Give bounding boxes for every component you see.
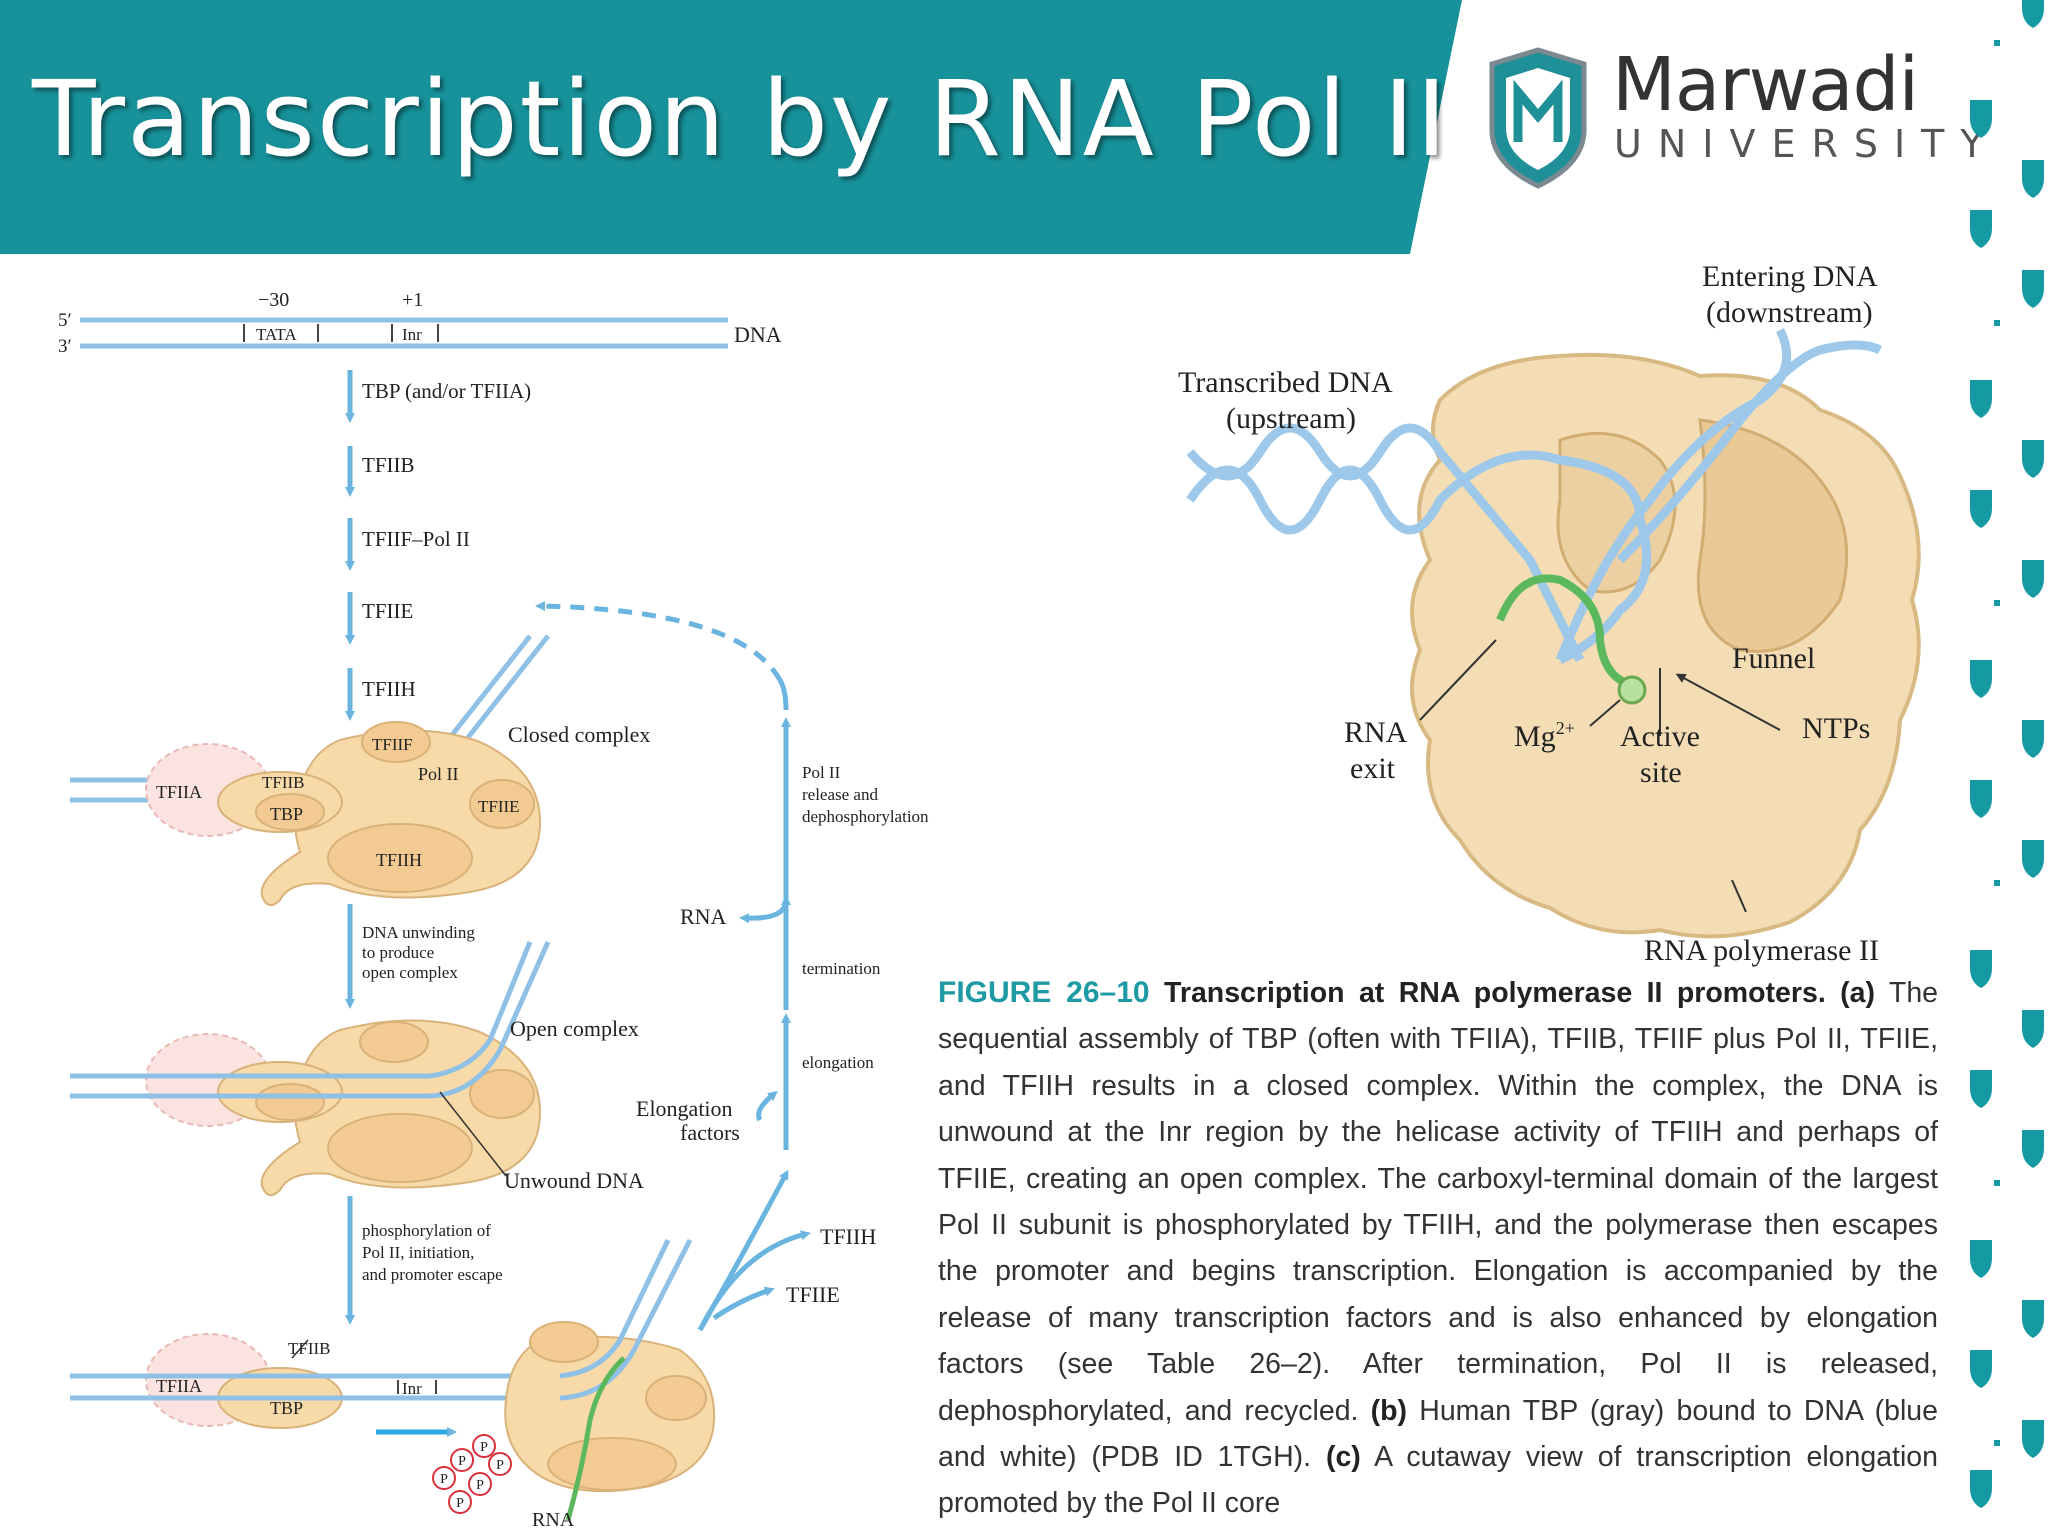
logo-name: Marwadi: [1612, 42, 1919, 128]
phosphate-groups: [432, 1434, 512, 1514]
elongating-complex: [70, 1238, 716, 1521]
caption-text-b: Human TBP (gray) bound to DNA (blue and …: [938, 1394, 1938, 1474]
unwinding-step-line3: open complex: [362, 963, 458, 982]
figure-number: FIGURE 26–10: [938, 976, 1150, 1009]
unwinding-step-line2: to produce: [362, 943, 434, 962]
rna-polymerase-structure: [1410, 352, 1921, 939]
dna-label: DNA: [734, 322, 782, 347]
rna-polymerase-label: RNA polymerase II: [1644, 934, 1879, 967]
step-tfiib-label: TFIIB: [362, 453, 415, 477]
elongation-factors-line1: Elongation: [636, 1096, 733, 1121]
phosphorylation-step-line1: phosphorylation of: [362, 1221, 491, 1240]
phosphorylation-step-line3: and promoter escape: [362, 1265, 503, 1284]
active-site-line2: site: [1640, 756, 1682, 789]
factor-tfiib: TFIIB: [262, 773, 305, 792]
phosphate-1: P: [480, 1440, 488, 1455]
panel-c-leader-lines: [1419, 639, 1781, 913]
factor-tbp-lower: TBP: [270, 1398, 303, 1418]
factor-pol2: Pol II: [418, 764, 459, 784]
released-tfiih-label: TFIIH: [820, 1224, 876, 1249]
step-tfiih-label: TFIIH: [362, 677, 416, 701]
decorative-shield-border: [1970, 0, 2044, 1508]
promoter-dna: [80, 317, 728, 349]
factor-tbp: TBP: [270, 804, 303, 824]
phosphate-6: P: [456, 1496, 464, 1511]
caption-part-b: (b): [1370, 1394, 1408, 1427]
mg-ion: [1617, 675, 1647, 705]
caption-part-c: (c): [1325, 1441, 1361, 1474]
funnel-label: Funnel: [1732, 642, 1815, 675]
figure-caption: FIGURE 26–10 Transcription at RNA polyme…: [938, 970, 1938, 1527]
transcribed-dna-line1: Transcribed DNA: [1178, 366, 1393, 399]
recycle-step-line2: release and: [802, 785, 878, 804]
step-tbp-label: TBP (and/or TFIIA): [362, 379, 531, 403]
open-complex-label: Open complex: [510, 1016, 639, 1041]
logo-subtitle: UNIVERSITY: [1614, 122, 2000, 166]
header-banner: [0, 0, 1462, 254]
rna-transcript: [1496, 574, 1637, 690]
entering-dna-line1: Entering DNA: [1702, 260, 1878, 293]
active-site-line1: Active: [1620, 720, 1700, 753]
minus30-label: −30: [258, 289, 289, 311]
phosphate-4: P: [440, 1472, 448, 1487]
factor-tfiib-lower: TFIIB: [288, 1339, 331, 1358]
rna-bottom-label: RNA: [532, 1509, 575, 1531]
open-complex: [70, 940, 551, 1197]
phosphate-5: P: [476, 1478, 484, 1493]
rna-exit-line2: exit: [1350, 752, 1396, 785]
strand-3-label: 3′: [58, 336, 72, 357]
elongation-factors-line2: factors: [680, 1120, 740, 1145]
factor-tfiif: TFIIF: [372, 735, 413, 754]
strand-5-label: 5′: [58, 310, 72, 331]
transcribed-dna-line2: (upstream): [1226, 402, 1356, 435]
transcribed-dna-helix: [1186, 327, 1883, 665]
university-shield-logo: [1489, 47, 1587, 189]
cycle-arrows: [535, 601, 811, 1332]
factor-tfiia: TFIIA: [156, 782, 202, 802]
inr-lower-label: Inr: [402, 1379, 422, 1398]
rna-exit-line1: RNA: [1344, 716, 1408, 749]
entering-dna-line2: (downstream): [1706, 296, 1873, 329]
step-tfiif-pol2-label: TFIIF–Pol II: [362, 527, 470, 551]
recycle-step-line3: dephosphorylation: [802, 807, 929, 826]
factor-tfiia-lower: TFIIA: [156, 1376, 202, 1396]
caption-text-c: A cutaway view of transcription elongati…: [938, 1441, 1938, 1520]
factor-tfiih: TFIIH: [376, 850, 422, 870]
ntps-label: NTPs: [1802, 712, 1870, 745]
inr-box-label: Inr: [402, 325, 422, 344]
rna-released-label: RNA: [680, 904, 727, 929]
phosphate-2: P: [458, 1454, 466, 1469]
factor-tfiie: TFIIE: [478, 797, 520, 816]
plus1-label: +1: [402, 289, 423, 311]
elongation-label: elongation: [802, 1053, 874, 1072]
closed-complex-label: Closed complex: [508, 722, 650, 747]
caption-heading: Transcription at RNA polymerase II promo…: [1164, 977, 1826, 1009]
page-title: Transcription by RNA Pol II: [32, 58, 1449, 180]
tata-box-label: TATA: [256, 325, 297, 344]
released-tfiie-label: TFIIE: [786, 1282, 840, 1307]
recycle-step-line1: Pol II: [802, 763, 841, 782]
unwinding-step-line1: DNA unwinding: [362, 923, 475, 942]
mg-label: Mg2+: [1514, 718, 1575, 753]
step-tfiie-label: TFIIE: [362, 599, 413, 623]
caption-text-a: The sequential assembly of TBP (often wi…: [938, 977, 1939, 1427]
phosphate-3: P: [496, 1458, 504, 1473]
unwound-dna-label: Unwound DNA: [504, 1168, 644, 1193]
termination-label: termination: [802, 959, 881, 978]
phosphorylation-step-line2: Pol II, initiation,: [362, 1243, 474, 1262]
caption-part-a: (a): [1840, 977, 1875, 1009]
closed-complex: [70, 634, 550, 907]
